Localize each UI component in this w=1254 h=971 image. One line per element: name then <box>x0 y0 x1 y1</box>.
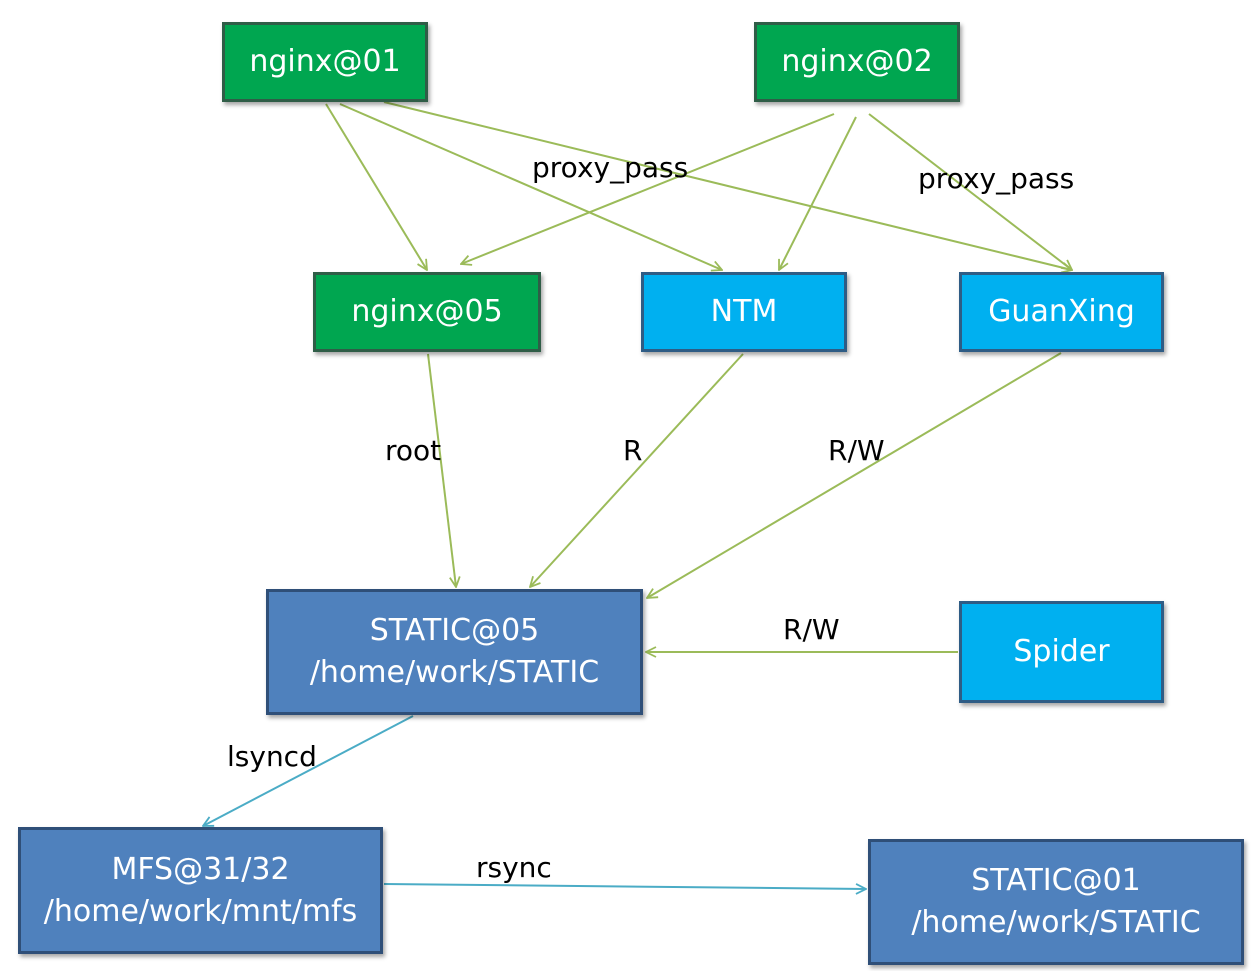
edge-label-lsyncd: lsyncd <box>227 740 317 773</box>
node-nginx05-label: nginx@05 <box>351 294 503 329</box>
edge-static05-to-mfs <box>203 715 414 826</box>
node-static05-title: STATIC@05 <box>369 613 540 648</box>
node-mfs-path: /home/work/mnt/mfs <box>43 893 358 929</box>
node-spider: Spider <box>959 601 1164 703</box>
node-static05: STATIC@05 /home/work/STATIC <box>266 589 643 715</box>
node-static01: STATIC@01 /home/work/STATIC <box>868 839 1244 965</box>
edge-guanxing-to-static05 <box>647 352 1062 598</box>
node-mfs-title: MFS@31/32 <box>111 851 290 887</box>
edge-label-proxy-pass-right: proxy_pass <box>918 162 1075 195</box>
edge-label-rsync: rsync <box>476 851 552 884</box>
node-spider-label: Spider <box>1013 634 1110 669</box>
node-guanxing-label: GuanXing <box>988 294 1135 329</box>
edge-ntm-to-static05 <box>530 353 744 587</box>
edge-label-rw-spider: R/W <box>783 613 840 646</box>
node-nginx01: nginx@01 <box>222 22 428 102</box>
edge-label-proxy-pass-left: proxy_pass <box>532 151 689 184</box>
node-nginx02-label: nginx@02 <box>781 44 933 79</box>
edge-nginx01-to-nginx05 <box>325 103 427 270</box>
edge-nginx02-to-guanxing <box>868 113 1072 270</box>
edge-label-root: root <box>385 434 442 467</box>
edge-nginx02-to-nginx05 <box>461 113 835 264</box>
node-nginx01-label: nginx@01 <box>249 44 401 79</box>
edge-label-r: R <box>623 434 643 467</box>
node-ntm: NTM <box>641 272 847 352</box>
node-nginx02: nginx@02 <box>754 22 960 102</box>
node-static01-title: STATIC@01 <box>971 863 1141 898</box>
edge-nginx01-to-ntm <box>339 103 722 270</box>
node-nginx05: nginx@05 <box>313 272 541 352</box>
edge-nginx02-to-ntm <box>779 116 857 270</box>
edge-nginx05-to-static05 <box>427 353 456 587</box>
node-static01-path: /home/work/STATIC <box>911 905 1201 940</box>
edge-nginx01-to-guanxing <box>383 101 1072 270</box>
node-static05-path: /home/work/STATIC <box>309 655 600 690</box>
node-guanxing: GuanXing <box>959 272 1164 352</box>
edge-label-rw-guanxing: R/W <box>828 434 885 467</box>
edge-mfs-to-static01 <box>383 883 866 889</box>
node-ntm-label: NTM <box>710 294 778 329</box>
node-mfs: MFS@31/32 /home/work/mnt/mfs <box>18 827 383 954</box>
